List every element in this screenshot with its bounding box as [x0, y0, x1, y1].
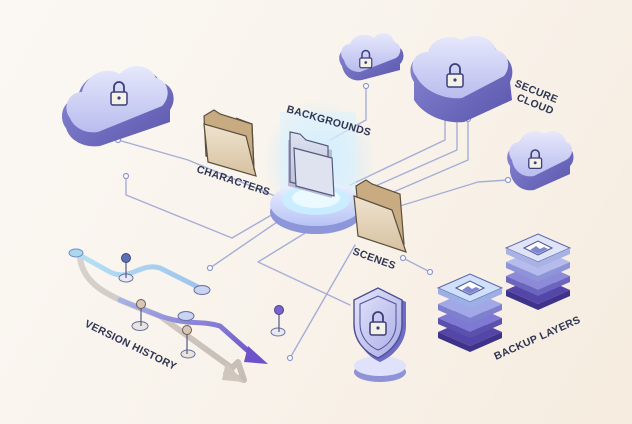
- shield-lock-icon: [353, 287, 406, 382]
- image-icon: [522, 240, 554, 256]
- lock-icon: [359, 49, 373, 69]
- lock-icon: [369, 311, 387, 336]
- version-pin: [136, 299, 146, 326]
- cloud-lock-icon-top-small: [339, 33, 404, 81]
- lock-icon: [110, 81, 128, 106]
- backup-layers-stack-left: [436, 273, 504, 352]
- folder-icon-backgrounds: [288, 131, 335, 198]
- image-icon: [454, 280, 486, 296]
- version-pin: [121, 253, 131, 278]
- cloud-lock-icon-left: [62, 66, 174, 147]
- label-version-history: VERSION HISTORY: [83, 318, 179, 373]
- version-pin: [274, 305, 284, 332]
- cloud-lock-icon-right: [507, 131, 574, 191]
- connector-lines: [117, 84, 509, 359]
- cloud-lock-icon-secure: [410, 35, 513, 123]
- version-history-graph: [68, 248, 286, 383]
- backup-layers-stack-right: [504, 233, 572, 310]
- folder-icon-characters: [203, 109, 257, 177]
- folder-icon-scenes: [353, 179, 407, 253]
- lock-icon: [446, 63, 464, 88]
- version-pin: [182, 325, 192, 354]
- lock-icon: [528, 149, 543, 170]
- label-backup-layers: BACKUP LAYERS: [492, 314, 582, 363]
- label-scenes: SCENES: [351, 246, 397, 273]
